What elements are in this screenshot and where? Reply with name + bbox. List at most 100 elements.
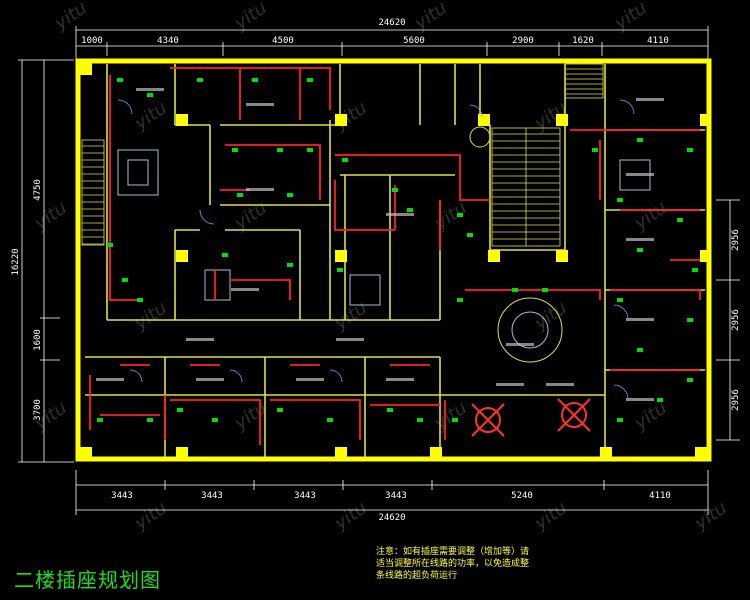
- outlet-symbol: [122, 278, 128, 282]
- note-text: 注意：如有插座需要调整（增加等）请 适当调整所在线路的功率，以免造成整 条线路的…: [376, 546, 576, 582]
- outlet-symbols: [97, 78, 698, 422]
- watermark-text: yitu: [610, 0, 651, 35]
- bottom-dim-4: 3443: [385, 491, 407, 501]
- right-dimension: [716, 199, 740, 441]
- room-label-mark: [626, 238, 654, 241]
- drawing-title: 二楼插座规划图: [14, 568, 161, 592]
- room-label-mark: [386, 213, 414, 216]
- outlet-symbol: [107, 243, 113, 247]
- watermark-text: yitu: [230, 197, 271, 234]
- top-dim-3: 4500: [272, 36, 294, 46]
- outlet-symbol: [197, 78, 203, 82]
- outlet-symbol: [637, 348, 643, 352]
- room-label-mark: [626, 173, 654, 176]
- total-width-top: 24620: [378, 18, 405, 28]
- outlet-symbol: [147, 93, 153, 97]
- watermark-text: yitu: [530, 297, 571, 334]
- bottom-dim-2: 3443: [201, 491, 223, 501]
- left-dimension: [18, 59, 74, 463]
- watermark-text: yitu: [130, 297, 171, 334]
- outlet-symbol: [97, 418, 103, 422]
- circuit-lines: [89, 67, 701, 445]
- watermark-text: yitu: [50, 0, 91, 35]
- room-label-mark: [196, 378, 224, 381]
- room-label-mark: [96, 378, 124, 381]
- room-label-mark: [506, 343, 534, 346]
- stair-right: [564, 63, 604, 99]
- room-label-mark: [231, 288, 259, 291]
- room-label-mark: [296, 378, 324, 381]
- top-dim-7: 4110: [647, 36, 669, 46]
- left-dim-2: 1600: [33, 329, 43, 351]
- outlet-symbol: [637, 138, 643, 142]
- outlet-symbol: [592, 148, 598, 152]
- bottom-dim-6: 4110: [649, 491, 671, 501]
- outlet-symbol: [387, 408, 393, 412]
- outlet-symbol: [417, 418, 423, 422]
- outlet-symbol: [617, 198, 623, 202]
- outlet-symbol: [337, 268, 343, 272]
- outlet-symbol: [277, 408, 283, 412]
- outlet-symbol: [692, 268, 698, 272]
- outlet-symbol: [137, 298, 143, 302]
- outlet-symbol: [637, 248, 643, 252]
- room-label-mark: [626, 398, 654, 401]
- room-label-mark: [336, 338, 364, 341]
- total-width-bottom: 24620: [378, 513, 405, 523]
- outlet-symbol: [307, 78, 313, 82]
- room-label-mark: [186, 338, 214, 341]
- note-line-3: 条线路的超负荷运行: [376, 571, 458, 581]
- right-dim-2: 2956: [731, 309, 741, 331]
- top-dim-6: 1620: [572, 36, 594, 46]
- outlet-symbol: [687, 148, 693, 152]
- outlet-symbol: [277, 148, 283, 152]
- outlet-symbol: [617, 298, 623, 302]
- watermark-text: yitu: [30, 197, 71, 234]
- outlet-symbol: [677, 218, 683, 222]
- watermark-text: yitu: [330, 497, 371, 534]
- watermark-text: yitu: [430, 197, 471, 234]
- room-label-mark: [136, 88, 164, 91]
- watermark-text: yitu: [130, 97, 171, 134]
- outlet-symbol: [512, 288, 518, 292]
- watermark-text: yitu: [410, 0, 451, 35]
- room-label-mark: [496, 383, 524, 386]
- room-label-marks: [96, 88, 664, 401]
- outlet-symbol: [407, 208, 413, 212]
- outlet-symbol: [657, 398, 663, 402]
- watermark-text: yitu: [690, 497, 731, 534]
- bottom-dimension: [75, 470, 709, 515]
- watermark-text: yitu: [130, 497, 171, 534]
- top-dim-1: 1000: [81, 36, 103, 46]
- room-label-mark: [386, 378, 414, 381]
- outlet-symbol: [287, 193, 293, 197]
- outlet-symbol: [232, 148, 238, 152]
- right-dim-1: 2956: [731, 229, 741, 251]
- furniture: [117, 126, 651, 363]
- top-dim-5: 2900: [512, 36, 534, 46]
- left-dim-3: 3700: [33, 399, 43, 421]
- left-total-dim: 16220: [11, 248, 21, 275]
- outlet-symbol: [222, 253, 228, 257]
- right-dim-3: 2956: [731, 389, 741, 411]
- top-dim-4: 5600: [403, 36, 425, 46]
- bottom-dim-3: 3443: [294, 491, 316, 501]
- outlet-symbol: [177, 408, 183, 412]
- outlet-symbol: [252, 78, 258, 82]
- top-dim-2: 4340: [157, 36, 179, 46]
- outlet-symbol: [687, 378, 693, 382]
- bottom-dim-1: 3443: [111, 491, 133, 501]
- outlet-symbol: [307, 148, 313, 152]
- room-label-mark: [546, 383, 574, 386]
- watermark-layer: yitu yitu yitu yitu yitu yitu yitu yitu yitu yitu…: [30, 0, 731, 535]
- columns: [78, 61, 710, 461]
- room-label-mark: [246, 103, 274, 106]
- outlet-symbol: [452, 418, 458, 422]
- outlet-symbol: [617, 418, 623, 422]
- outlet-symbol: [237, 193, 243, 197]
- outlet-symbol: [327, 418, 333, 422]
- watermark-text: yitu: [630, 397, 671, 434]
- note-line-1: 注意：如有插座需要调整（增加等）请: [376, 547, 530, 557]
- outlet-symbol: [457, 298, 463, 302]
